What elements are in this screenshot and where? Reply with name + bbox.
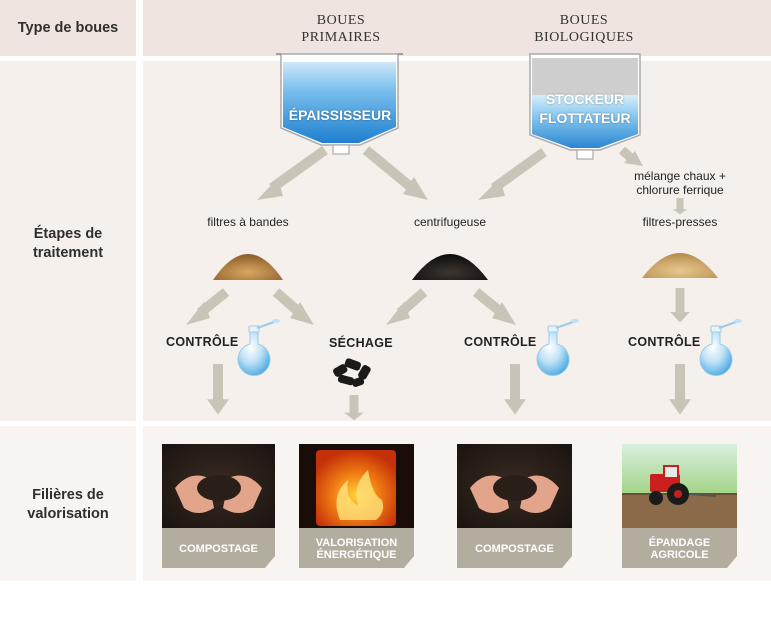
arrow-float-to-centrifuge <box>478 147 547 200</box>
row-label-outlets: Filières de valorisation <box>27 487 109 522</box>
control-label-1: CONTRÔLE <box>166 335 239 349</box>
dried-pellets-icon <box>333 358 371 387</box>
centrifuge-label: centrifugeuse <box>413 215 487 229</box>
outlet-label-spreading: ÉPANDAGE AGRICOLE <box>648 537 711 561</box>
arrow-centrifuge-to-drying <box>386 288 428 325</box>
control-label-3: CONTRÔLE <box>628 335 701 349</box>
soil-pile-icon-belt <box>213 254 283 280</box>
banner-shape-2 <box>299 528 414 568</box>
soil-pile-icon-presses <box>642 253 718 278</box>
arrow-presses-to-control <box>670 288 690 323</box>
thickener-label: ÉPAISSISSEUR <box>288 107 392 123</box>
arrow-down-1 <box>207 364 229 415</box>
header-primary-sludge: BOUES PRIMAIRES <box>301 13 381 45</box>
outlet-label-energy: VALORISATION ÉNERGÉTIQUE <box>315 537 398 561</box>
flask-icon-2 <box>536 318 580 377</box>
row-label-steps: Étapes de traitement <box>32 226 104 261</box>
row-label-band-steps <box>0 61 136 421</box>
arrow-thickener-to-centrifuge <box>362 146 428 200</box>
fire-photo <box>299 444 414 528</box>
row-label-band-header <box>0 0 136 56</box>
flask-icon-1 <box>237 318 281 377</box>
outlet-label-composting-2: COMPOSTAGE <box>475 543 554 555</box>
hands-soil-photo-1 <box>162 444 275 528</box>
arrow-belt-to-drying <box>272 288 314 325</box>
belt-filters-label: filtres à bandes <box>207 215 289 229</box>
header-band <box>143 0 771 56</box>
soil-pile-icon-centrifuge <box>412 254 488 280</box>
arrow-float-to-mixing <box>618 146 643 166</box>
outlet-label-composting-1: COMPOSTAGE <box>179 543 258 555</box>
header-biological-sludge: BOUES BIOLOGIQUES <box>534 13 634 45</box>
banner-shape-4 <box>622 528 737 568</box>
arrow-mixing-to-presses <box>672 198 688 215</box>
arrow-thickener-to-belt <box>257 145 328 200</box>
arrow-down-2 <box>344 395 364 421</box>
drying-label: SÉCHAGE <box>329 336 393 350</box>
flask-icon-3 <box>699 318 743 377</box>
banner-shape-3 <box>457 528 572 568</box>
filter-presses-label: filtres-presses <box>642 215 718 229</box>
arrow-down-3 <box>504 364 526 415</box>
arrow-centrifuge-to-control <box>472 288 516 325</box>
row-label-band-outlets <box>0 426 136 581</box>
mixing-label: mélange chaux + chlorure ferrique <box>634 169 726 197</box>
row-label-type: Type de boues <box>17 20 119 36</box>
banner-shape-1 <box>162 528 275 568</box>
tractor-photo <box>622 444 737 528</box>
arrow-down-4 <box>669 364 691 415</box>
float-storage-label: STOCKEUR FLOTTATEUR <box>539 91 631 126</box>
storage-float-vessel <box>529 53 641 160</box>
arrow-belt-to-control <box>186 288 230 325</box>
hands-soil-photo-2 <box>457 444 572 528</box>
thickener-vessel <box>276 53 403 155</box>
control-label-2: CONTRÔLE <box>464 335 537 349</box>
